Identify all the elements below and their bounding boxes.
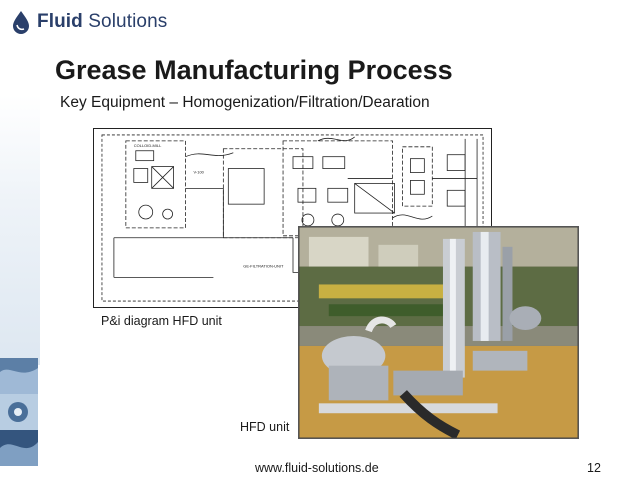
slide-title: Grease Manufacturing Process [55, 55, 453, 85]
brand-logo: Fluid Solutions [12, 8, 167, 36]
droplet-icon [13, 11, 29, 34]
page-number: 12 [587, 461, 601, 475]
svg-text:V-100: V-100 [193, 170, 204, 175]
slide-subtitle: Key Equipment – Homogenization/Filtratio… [60, 94, 430, 111]
footer-url: www.fluid-solutions.de [255, 461, 379, 475]
hfd-unit-photo [298, 226, 579, 439]
brand-name: Fluid Solutions [37, 11, 168, 32]
diagram-caption: P&i diagram HFD unit [101, 314, 222, 328]
svg-text:GE-FILTRATION-UNIT: GE-FILTRATION-UNIT [243, 263, 284, 268]
left-gradient-band [0, 95, 40, 365]
side-photo-strip [0, 358, 38, 466]
svg-text:COLLOID-MILL: COLLOID-MILL [134, 143, 162, 148]
photo-caption: HFD unit [240, 420, 290, 434]
